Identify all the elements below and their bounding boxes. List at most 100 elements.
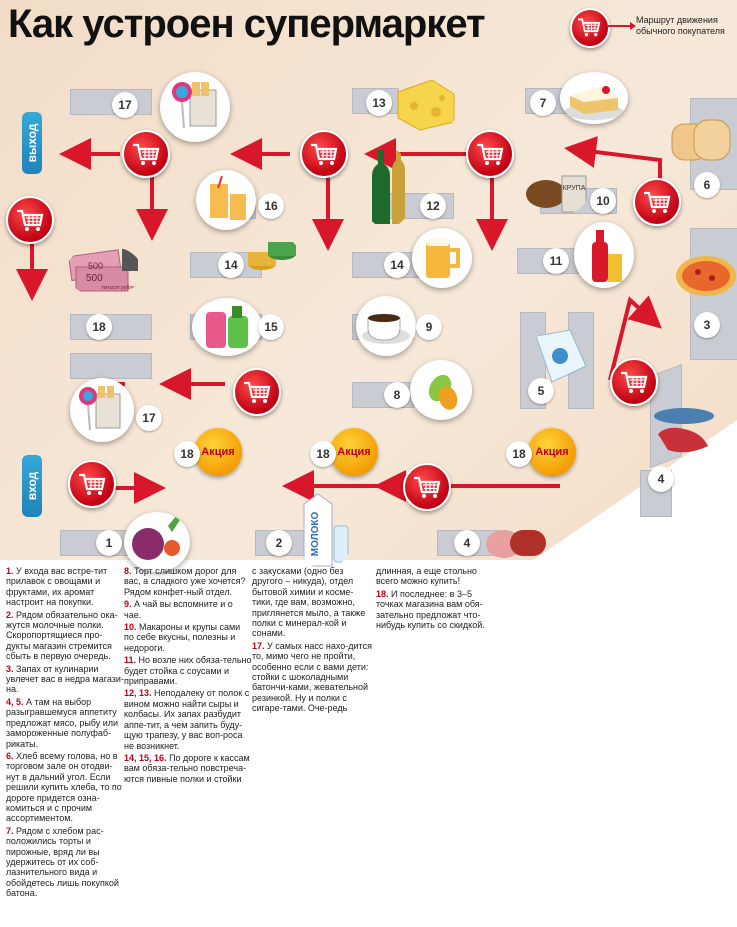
- description-column-1: 1. У входа вас встре-тит прилавок с овощ…: [6, 566, 124, 901]
- zone-number-18d: 18: [506, 441, 532, 467]
- description-number: 2.: [6, 609, 14, 620]
- exit-label: выход: [25, 123, 39, 163]
- fish-meat-icon: [648, 398, 720, 458]
- canned-food-icon: [244, 234, 300, 282]
- description-paragraph: 10. Макароны и крупы сами по себе вкусны…: [124, 622, 252, 653]
- zone-number-2: 2: [266, 530, 292, 556]
- groats-icon: КРУПА: [524, 160, 590, 216]
- wine-icon: [360, 148, 414, 228]
- milk-icon: МОЛОКО: [296, 490, 354, 570]
- description-paragraph: 1. У входа вас встре-тит прилавок с овощ…: [6, 566, 124, 608]
- description-paragraph: 11. Но возле них обяза-тельно будет стой…: [124, 655, 252, 686]
- zone-number-9: 9: [416, 314, 442, 340]
- description-paragraph: 4, 5. А там на выбор разыгравшемуся аппе…: [6, 697, 124, 749]
- description-number: 18.: [376, 588, 389, 599]
- description-text: Торт слишком дорог для вас, а сладкого у…: [124, 566, 246, 597]
- zone-number-15: 15: [258, 314, 284, 340]
- cart-marker: [403, 463, 451, 511]
- zone-number-10: 10: [590, 188, 616, 214]
- description-paragraph: 14, 15, 16. По дороге к кассам вам обяза…: [124, 753, 252, 784]
- description-text: А там на выбор разыгравшемуся аппетиту п…: [6, 696, 119, 749]
- bill-value-1: 500: [88, 261, 103, 271]
- promo-badge: Акция: [528, 428, 576, 476]
- description-number: 1.: [6, 566, 14, 576]
- description-text: длинная, а еще стольно всего можно купит…: [376, 566, 477, 587]
- zone-number-3: 3: [694, 312, 720, 338]
- description-text: Неподалеку от полок с вином можно найти …: [124, 688, 250, 751]
- bill-caption: пятьсот рублей: [102, 284, 138, 291]
- description-text: Но возле них обяза-тельно будет стойка с…: [124, 655, 252, 687]
- zone-number-11: 11: [543, 248, 569, 274]
- description-paragraph: 12, 13. Неподалеку от полок с вином можн…: [124, 688, 252, 750]
- zone-number-12: 12: [420, 193, 446, 219]
- promo-badge: Акция: [194, 428, 242, 476]
- shelf-17-top: [70, 89, 152, 115]
- zone-number-18a: 18: [86, 314, 112, 340]
- description-column-2: 8. Торт слишком дорог для вас, а сладког…: [124, 566, 252, 786]
- description-number: 4, 5.: [6, 696, 24, 707]
- description-text: У входа вас встре-тит прилавок с овощами…: [6, 566, 108, 608]
- zone-number-8: 8: [384, 382, 410, 408]
- promo-badge: Акция: [330, 428, 378, 476]
- sausage-icon: [482, 514, 550, 570]
- page-title: Как устроен супермаркет: [8, 2, 486, 46]
- bread-icon: [666, 110, 737, 166]
- description-number: 11.: [124, 655, 137, 666]
- household-chemicals-icon: [192, 298, 262, 356]
- description-paragraph: длинная, а еще стольно всего можно купит…: [376, 566, 486, 587]
- legend-cart-icon: [570, 8, 610, 48]
- entry-label: вход: [25, 471, 39, 501]
- milk-label: МОЛОКО: [310, 512, 321, 557]
- description-text: Хлеб всему голова, но в торговом зале он…: [6, 750, 122, 824]
- description-paragraph: 2. Рядом обязательно ока-жутся молочные …: [6, 610, 124, 662]
- description-text: Запах от кулинарии увлечет вас в недра м…: [6, 663, 124, 695]
- legend-arrow: [608, 22, 636, 30]
- description-number: 7.: [6, 825, 14, 836]
- description-column-3: с закусками (одно без другого – никуда),…: [252, 566, 372, 716]
- description-paragraph: 7. Рядом с хлебом рас-положились торты и…: [6, 826, 124, 899]
- zone-number-6: 6: [694, 172, 720, 198]
- zone-number-4a: 4: [648, 466, 674, 492]
- zone-number-7: 7: [530, 90, 556, 116]
- description-paragraph: 18. И последнее: в 3–5 точках магазина в…: [376, 589, 486, 631]
- description-text: Рядом с хлебом рас-положились торты и пи…: [6, 825, 119, 899]
- cart-marker: [122, 130, 170, 178]
- zone-number-1: 1: [96, 530, 122, 556]
- description-text: И последнее: в 3–5 точках магазина вам о…: [376, 588, 485, 631]
- zone-number-16: 16: [258, 193, 284, 219]
- zone-number-4b: 4: [454, 530, 480, 556]
- description-paragraph: 6. Хлеб всему голова, но в торговом зале…: [6, 751, 124, 824]
- description-number: 3.: [6, 663, 14, 674]
- description-number: 6.: [6, 750, 14, 761]
- description-text: А чай вы вспомните и о чае.: [124, 599, 233, 620]
- zone-number-14b: 14: [384, 252, 410, 278]
- pizza-icon: [668, 248, 737, 304]
- legend-text: Маршрут движения обычного покупателя: [636, 15, 725, 36]
- cart-marker: [300, 130, 348, 178]
- description-column-4: длинная, а еще стольно всего можно купит…: [376, 566, 486, 632]
- frozen-food-icon: [530, 326, 592, 388]
- cart-marker: [633, 178, 681, 226]
- zone-number-13: 13: [366, 90, 392, 116]
- cart-marker: [466, 130, 514, 178]
- candy-icon: [410, 360, 472, 420]
- cake-icon: [560, 72, 628, 124]
- cart-marker: [233, 368, 281, 416]
- description-number: 12, 13.: [124, 688, 152, 699]
- sauce-icon: [574, 222, 634, 288]
- cheese-icon: [392, 72, 460, 134]
- description-text: У самых насс нахо-дится то, мимо чего не…: [252, 640, 372, 714]
- zone-number-14a: 14: [218, 252, 244, 278]
- beer-icon: [412, 228, 472, 288]
- coffee-icon: [356, 296, 416, 356]
- zone-number-18b: 18: [174, 441, 200, 467]
- sweets-cigarettes-icon-2: [70, 378, 134, 442]
- entry-door: вход: [22, 455, 42, 517]
- description-text: Рядом обязательно ока-жутся молочные пол…: [6, 609, 118, 662]
- description-paragraph: 17. У самых насс нахо-дится то, мимо чег…: [252, 641, 372, 714]
- description-number: 17.: [252, 640, 265, 651]
- zone-number-17b: 17: [136, 405, 162, 431]
